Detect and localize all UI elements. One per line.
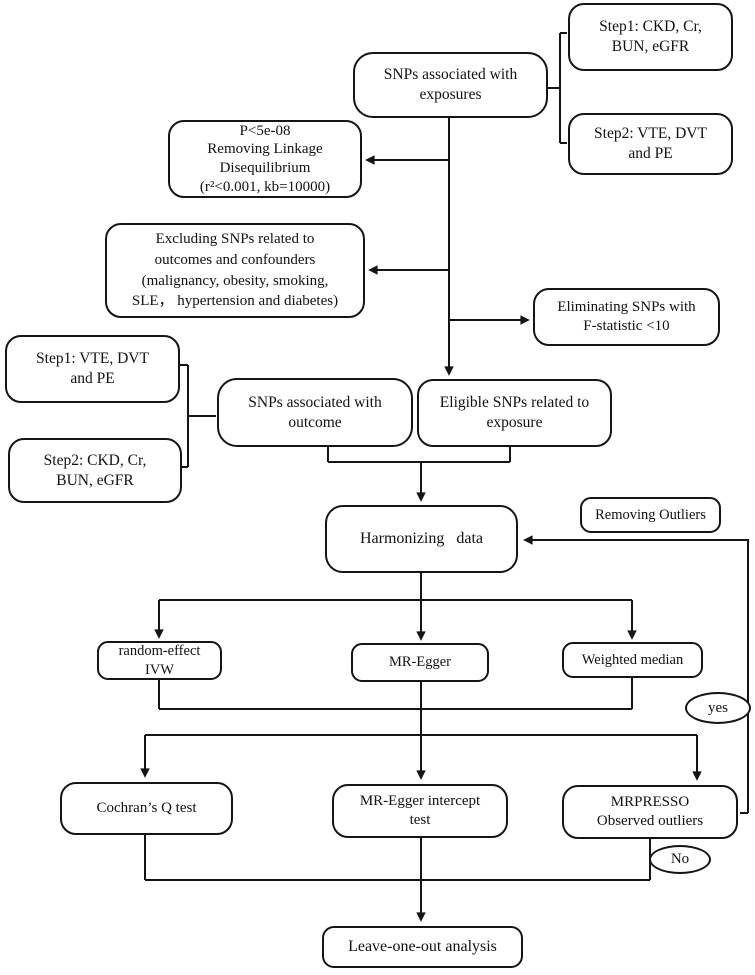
node-excluding-snps: Excluding SNPs related to outcomes and c… — [105, 223, 365, 318]
node-cochran-q-test: Cochran’s Q test — [60, 782, 233, 835]
node-weighted-median: Weighted median — [562, 642, 703, 678]
merge-methods — [158, 678, 633, 710]
decision-no: No — [649, 845, 711, 874]
node-mr-egger: MR-Egger — [351, 643, 489, 682]
decision-yes: yes — [685, 692, 751, 724]
node-snps-exposures: SNPs associated with exposures — [353, 52, 548, 118]
bracket-exposure-steps — [548, 32, 567, 144]
node-step1-outcome: Step1: VTE, DVT and PE — [5, 335, 180, 403]
node-harmonizing-data: Harmonizing data — [325, 505, 518, 573]
node-leave-one-out: Leave-one-out analysis — [322, 926, 523, 968]
node-snps-outcome: SNPs associated with outcome — [217, 378, 413, 447]
node-removing-outliers: Removing Outliers — [580, 497, 721, 533]
node-step2-exposure: Step2: VTE, DVT and PE — [568, 113, 733, 175]
merge-tests — [144, 835, 651, 881]
bracket-outcome-steps — [180, 364, 216, 468]
node-eliminating-snps: Eliminating SNPs with F-statistic <10 — [533, 288, 720, 346]
node-random-effect-ivw: random-effect IVW — [97, 641, 222, 680]
node-step2-outcome: Step2: CKD, Cr, BUN, eGFR — [8, 438, 182, 503]
node-eligible-snps: Eligible SNPs related to exposure — [417, 379, 612, 447]
node-mr-egger-intercept-test: MR-Egger intercept test — [332, 784, 508, 838]
node-mrpresso: MRPRESSO Observed outliers — [562, 785, 738, 839]
line-outlier-loop — [740, 539, 749, 814]
node-pvalue-linkage-disequilibrium: P<5e-08 Removing Linkage Disequilibrium … — [168, 120, 362, 198]
merge-into-harmonizing — [327, 447, 511, 463]
node-step1-exposure: Step1: CKD, Cr, BUN, eGFR — [568, 3, 733, 71]
